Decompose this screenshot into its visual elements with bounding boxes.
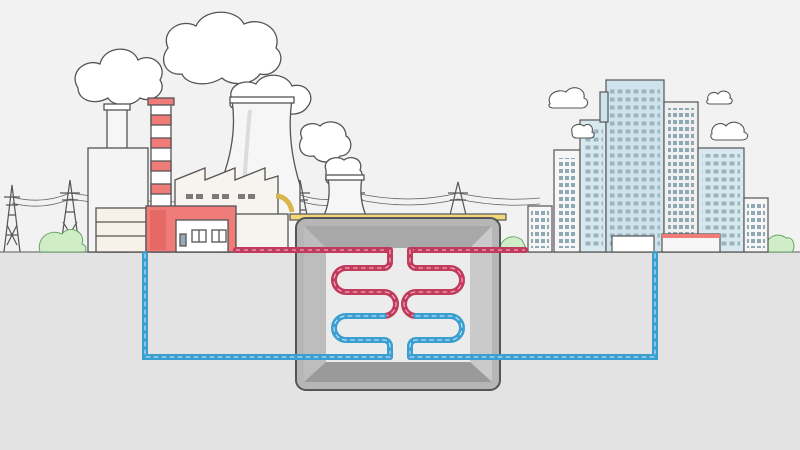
bush-left — [38, 229, 87, 253]
power-pylon-icon — [3, 184, 21, 253]
power-pylon-icon — [448, 181, 468, 216]
cold-pipe — [142, 251, 658, 360]
heat-exchanger-coil-icon — [331, 247, 465, 360]
power-plant-icon — [87, 147, 295, 253]
small-cloud-icon — [548, 87, 749, 141]
smoke-cloud-icon — [299, 121, 352, 163]
skyscraper-icon — [527, 79, 769, 253]
smoke-cloud-icon — [74, 48, 163, 106]
smoke-cloud-icon — [163, 11, 282, 85]
